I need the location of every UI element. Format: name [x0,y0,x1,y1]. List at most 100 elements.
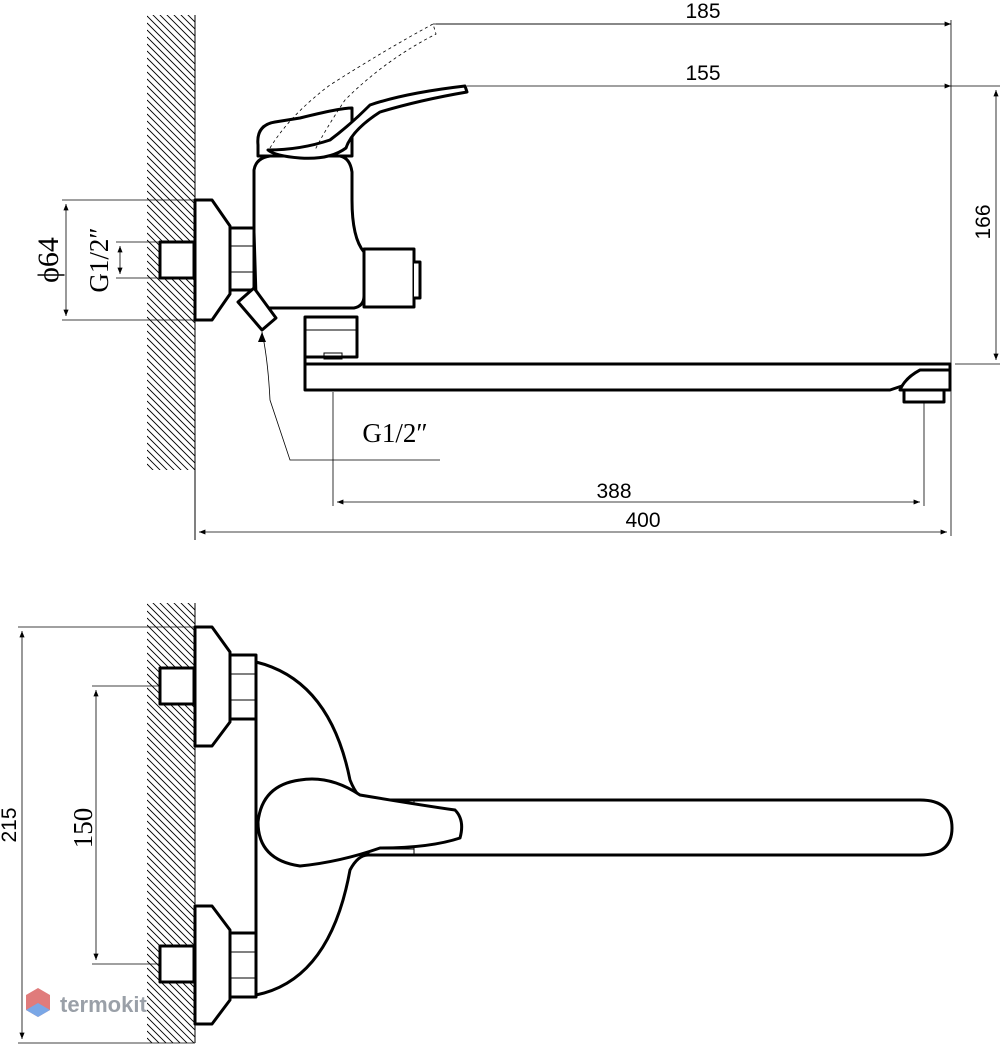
hatch-line [147,407,195,457]
hatch-line [152,15,195,58]
hatch-line [147,36,195,86]
hatch-line [147,792,195,842]
nut-lower [228,931,258,999]
hatch-line [147,1016,174,1043]
lever-handle [266,84,469,160]
hatch-line [159,603,195,639]
hatch-line [147,750,195,800]
hatch-line [147,1030,160,1043]
hatch-line [147,323,195,373]
hatch-line [147,190,195,240]
bottom-view: 215 150 [0,603,954,1044]
hatch-line [147,1037,153,1043]
hatch-line [147,610,195,660]
hatch-line [147,421,195,470]
hatch-line [147,309,195,359]
hatch-line [147,57,195,107]
hatch-line [147,603,195,653]
pipe-stub-upper [158,666,196,706]
wall-flange [193,198,232,322]
hatch-line [147,960,195,1010]
hatch-line [152,603,195,646]
handle-bottom [256,777,464,868]
hatch-line [147,883,195,933]
hatch-line [180,603,195,618]
hatch-line [147,155,195,205]
hatch-line [147,281,195,331]
mixer-body [252,154,366,310]
hatch-line [147,15,195,65]
hatch-line [147,50,195,100]
pipe-stub-lower [158,944,196,984]
hatch-line [147,799,195,849]
hatch-line [173,603,195,625]
hatch-line [147,1023,167,1043]
aerator [902,388,946,404]
hatch-line [147,890,195,940]
hatch-line [147,1002,188,1043]
wall-hatch-top [147,15,195,470]
hatch-line [147,64,195,114]
dim-150-label: 150 [68,808,98,849]
hatch-line [147,778,195,828]
hatch-line [147,148,195,198]
hatch-line [147,715,195,765]
angled-connector [236,286,278,332]
body-outline-lower [255,853,369,997]
hatch-line [159,15,195,51]
hatch-line [147,365,195,415]
hatch-line [147,113,195,163]
hatch-line [147,995,195,1043]
hatch-line [147,701,195,751]
hatch-line [147,449,168,470]
hatch-line [147,316,195,366]
hatch-line [147,442,175,470]
hatch-line [147,855,195,905]
hatch-line [147,274,195,324]
hex-nut [228,226,256,292]
hatch-line [147,92,195,142]
hatch-line [147,120,195,170]
hatch-line [147,834,195,884]
hatch-line [147,981,195,1031]
hatch-line [166,603,195,632]
hatch-line [147,85,195,135]
spout-collar [303,315,359,359]
hatch-line [147,260,195,310]
hatch-line [147,337,195,387]
hatch-line [147,827,195,877]
hatch-line [166,15,195,44]
hatch-line [147,848,195,898]
top-view: 185 155 166 ϕ64 G1/2″ G1/2″ 388 400 [32,0,1000,540]
hatch-line [147,344,195,394]
hatch-line [147,435,182,470]
hatch-line [147,617,195,667]
hatch-line [147,386,195,436]
hatch-line [180,15,195,30]
hatch-line [147,169,195,219]
hatch-line [147,141,195,191]
dim-185-label: 185 [685,0,720,23]
hatch-line [147,708,195,758]
hatch-line [147,771,195,821]
hatch-line [147,841,195,891]
hatch-line [147,176,195,226]
hatch-line [147,351,195,401]
hatch-line [147,330,195,380]
dim-388-label: 388 [596,480,631,503]
hatch-line [147,897,195,947]
hatch-line [147,687,195,737]
hatch-line [147,428,189,470]
dim-155-label: 155 [685,62,720,85]
hatch-line [147,813,195,863]
hatch-line [147,624,195,674]
flange-lower [193,904,232,1026]
watermark-text: termokit [60,992,147,1017]
hatch-line [147,988,195,1038]
hatch-line [147,414,195,464]
hatch-line [147,43,195,93]
hatch-line [147,78,195,128]
hatch-line [147,358,195,408]
hatch-line [147,456,161,470]
hatch-line [147,729,195,779]
